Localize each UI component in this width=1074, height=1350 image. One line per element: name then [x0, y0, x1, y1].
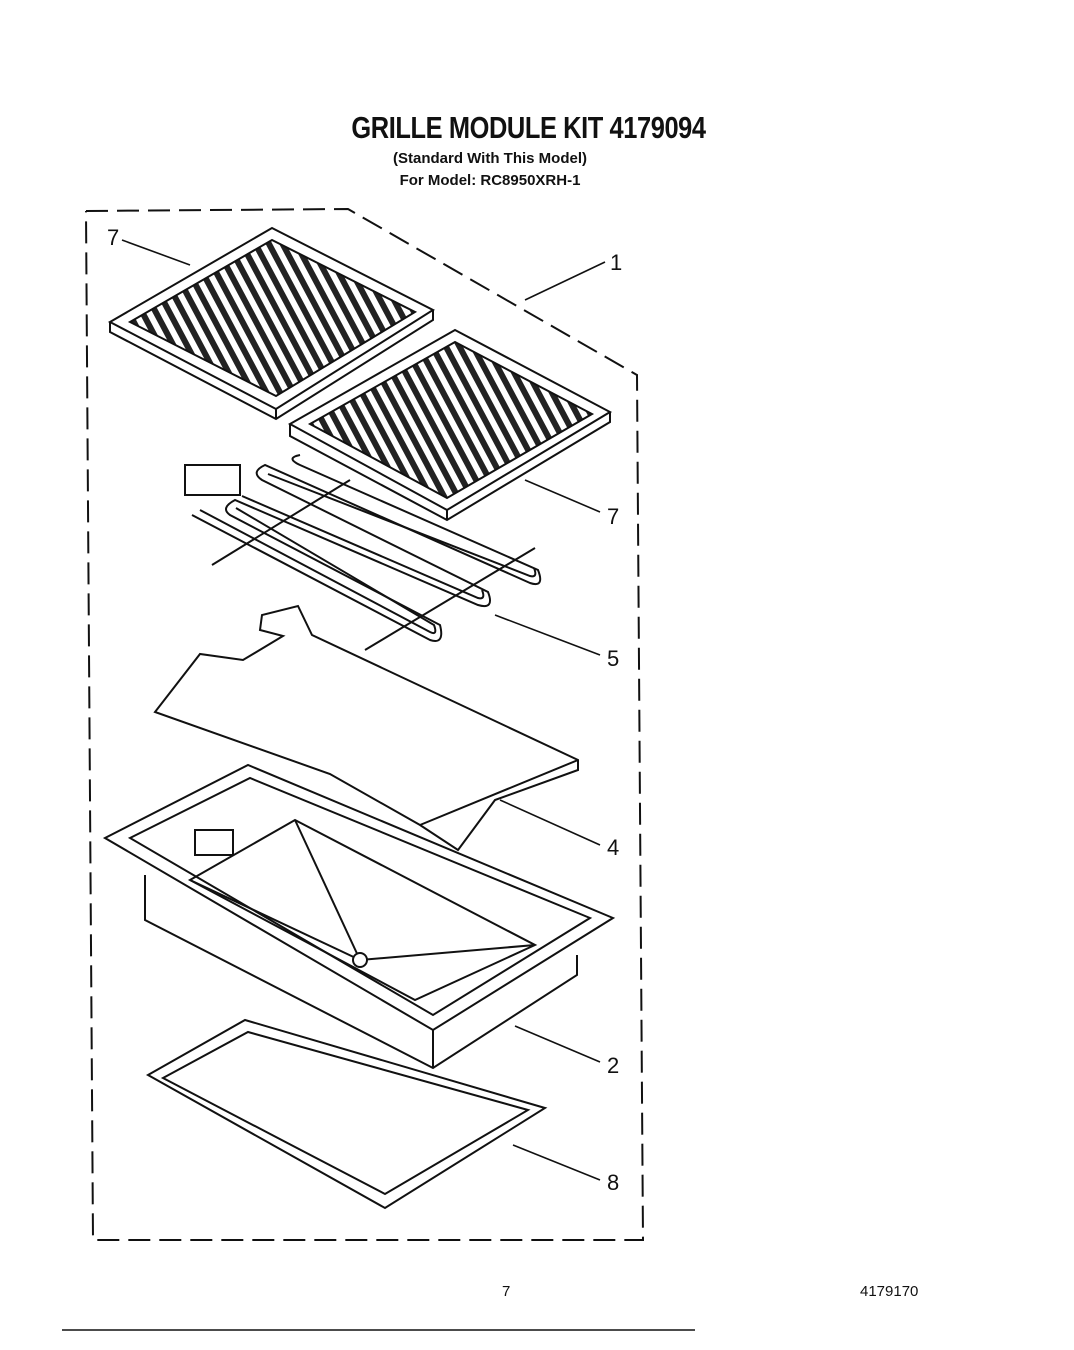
model-line: For Model: RC8950XRH-1 [399, 172, 581, 189]
document-number: 4179170 [860, 1283, 919, 1300]
heating-element [184, 454, 542, 651]
right-grill-grate [287, 328, 613, 522]
left-grill-grate [107, 226, 436, 421]
standard-note: (Standard With This Model) [392, 150, 588, 167]
leader-lines [62, 239, 695, 1331]
page-number: 7 [502, 1283, 511, 1300]
callout-8: 8 [607, 1170, 619, 1195]
callout-5: 5 [607, 646, 619, 671]
callout-7-left: 7 [107, 225, 119, 250]
kit-boundary [85, 207, 645, 1241]
grille-pan [102, 763, 616, 1070]
callout-1: 1 [610, 250, 622, 275]
callout-4: 4 [607, 835, 619, 860]
callout-7-right: 7 [607, 504, 619, 529]
page-title: GRILLE MODULE KIT 4179094 [351, 110, 706, 145]
callout-2: 2 [607, 1053, 619, 1078]
reflector-shield [153, 604, 579, 852]
drip-tray [145, 1018, 548, 1210]
